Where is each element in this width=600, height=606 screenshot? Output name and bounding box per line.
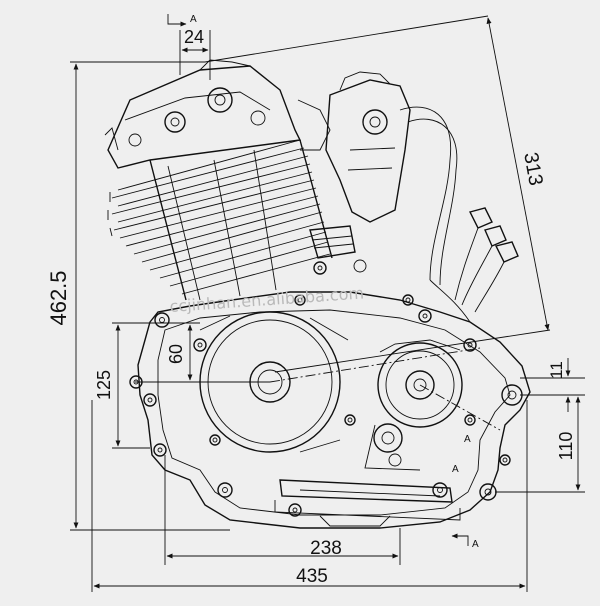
bottom-rails <box>274 479 461 527</box>
clutch-cover <box>377 339 463 428</box>
section-mark-mid1: A <box>452 464 459 475</box>
dim-238: 238 <box>310 538 342 559</box>
section-mark-mid2: A <box>464 434 471 445</box>
cylinder-head <box>104 59 302 169</box>
section-mark-top: A <box>190 14 197 25</box>
engine-body <box>104 59 531 529</box>
dim-462-5: 462.5 <box>46 270 71 325</box>
dim-435: 435 <box>296 566 328 587</box>
wiring-harness <box>429 207 519 323</box>
dim-11: 11 <box>547 361 566 379</box>
sprocket-area <box>364 423 421 471</box>
carburetor <box>297 71 458 286</box>
dim-24: 24 <box>184 27 204 47</box>
starter-motor <box>309 225 367 273</box>
section-mark-bottom: A <box>472 539 479 550</box>
dimension-labels: 462.5 125 60 24 313 11 110 238 435 <box>46 27 576 587</box>
cylinder-fins <box>107 139 333 301</box>
section-marks: A A A A <box>190 14 479 550</box>
dimension-lines <box>70 14 585 592</box>
dim-125: 125 <box>94 370 114 400</box>
dim-60: 60 <box>166 344 186 364</box>
section-line <box>269 347 481 383</box>
bolts <box>129 261 523 517</box>
watermark: ccjinhan.en.alibaba.com <box>169 283 365 316</box>
dim-110: 110 <box>556 432 576 461</box>
dim-313: 313 <box>519 151 546 188</box>
